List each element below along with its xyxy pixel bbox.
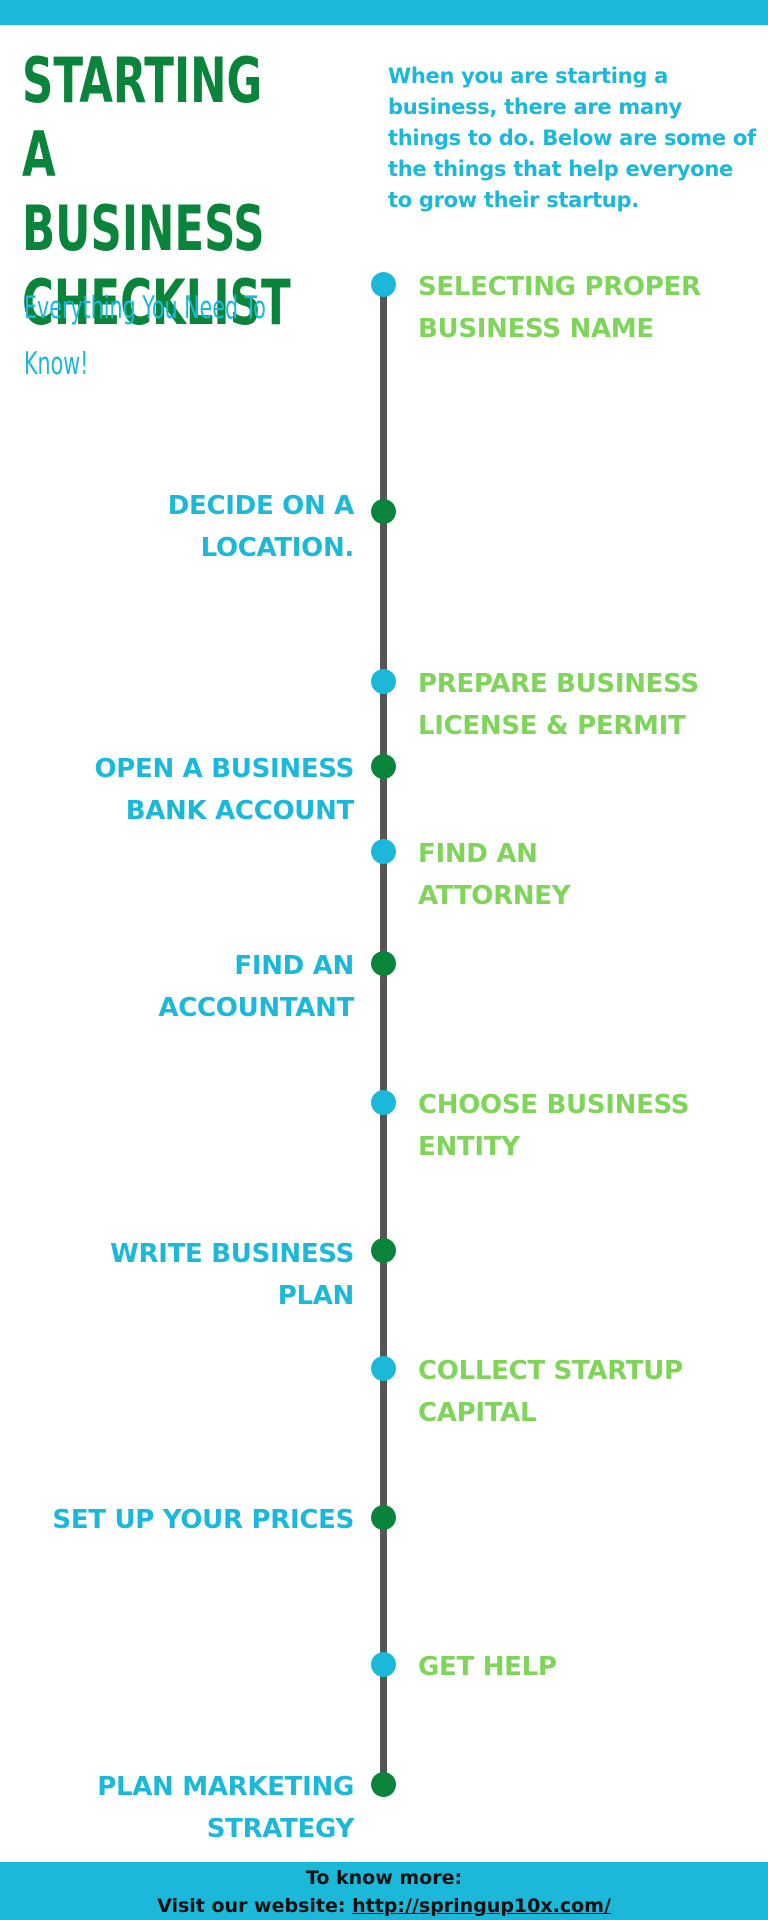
- step-label: OPEN A BUSINESS BANK ACCOUNT: [94, 754, 354, 826]
- timeline-dot: [371, 1238, 396, 1263]
- timeline-dot: [371, 1652, 396, 1677]
- timeline-dot: [371, 839, 396, 864]
- timeline-dot: [371, 272, 396, 297]
- step-label: GET HELP: [418, 1652, 557, 1682]
- timeline-line: [380, 285, 387, 1785]
- timeline-dot: [371, 1505, 396, 1530]
- footer-heading: To know more:: [305, 1867, 463, 1889]
- step-label: DECIDE ON A LOCATION.: [167, 491, 355, 563]
- timeline-dot: [371, 669, 396, 694]
- step-label: FIND AN ATTORNEY: [418, 839, 571, 911]
- timeline-dot: [371, 1356, 396, 1381]
- step-label: COLLECT STARTUP CAPITAL: [418, 1356, 683, 1428]
- timeline-dot: [371, 499, 396, 524]
- page-title: STARTING A BUSINESS CHECKLIST: [22, 44, 291, 339]
- intro-paragraph: When you are starting a business, there …: [388, 64, 756, 212]
- step-label: PREPARE BUSINESS LICENSE & PERMIT: [418, 669, 699, 741]
- step-label: SET UP YOUR PRICES: [52, 1505, 354, 1535]
- step-label: WRITE BUSINESS PLAN: [110, 1239, 354, 1311]
- footer-website-prefix: Visit our website:: [157, 1895, 353, 1917]
- page-subtitle: Everything You Need To Know!: [24, 290, 266, 382]
- step-label: SELECTING PROPER BUSINESS NAME: [418, 272, 701, 344]
- step-label: FIND AN ACCOUNTANT: [158, 951, 354, 1023]
- timeline-dot: [371, 754, 396, 779]
- step-label: CHOOSE BUSINESS ENTITY: [418, 1090, 690, 1162]
- timeline-dot: [371, 951, 396, 976]
- timeline-dot: [371, 1772, 396, 1797]
- timeline-dot: [371, 1090, 396, 1115]
- website-link[interactable]: http://springup10x.com/: [352, 1895, 611, 1917]
- footer-bar: To know more: Visit our website: http://…: [0, 1862, 768, 1920]
- top-accent-bar: [0, 0, 768, 25]
- step-label: PLAN MARKETING STRATEGY: [97, 1772, 354, 1844]
- footer-website-line: Visit our website: http://springup10x.co…: [0, 1892, 768, 1920]
